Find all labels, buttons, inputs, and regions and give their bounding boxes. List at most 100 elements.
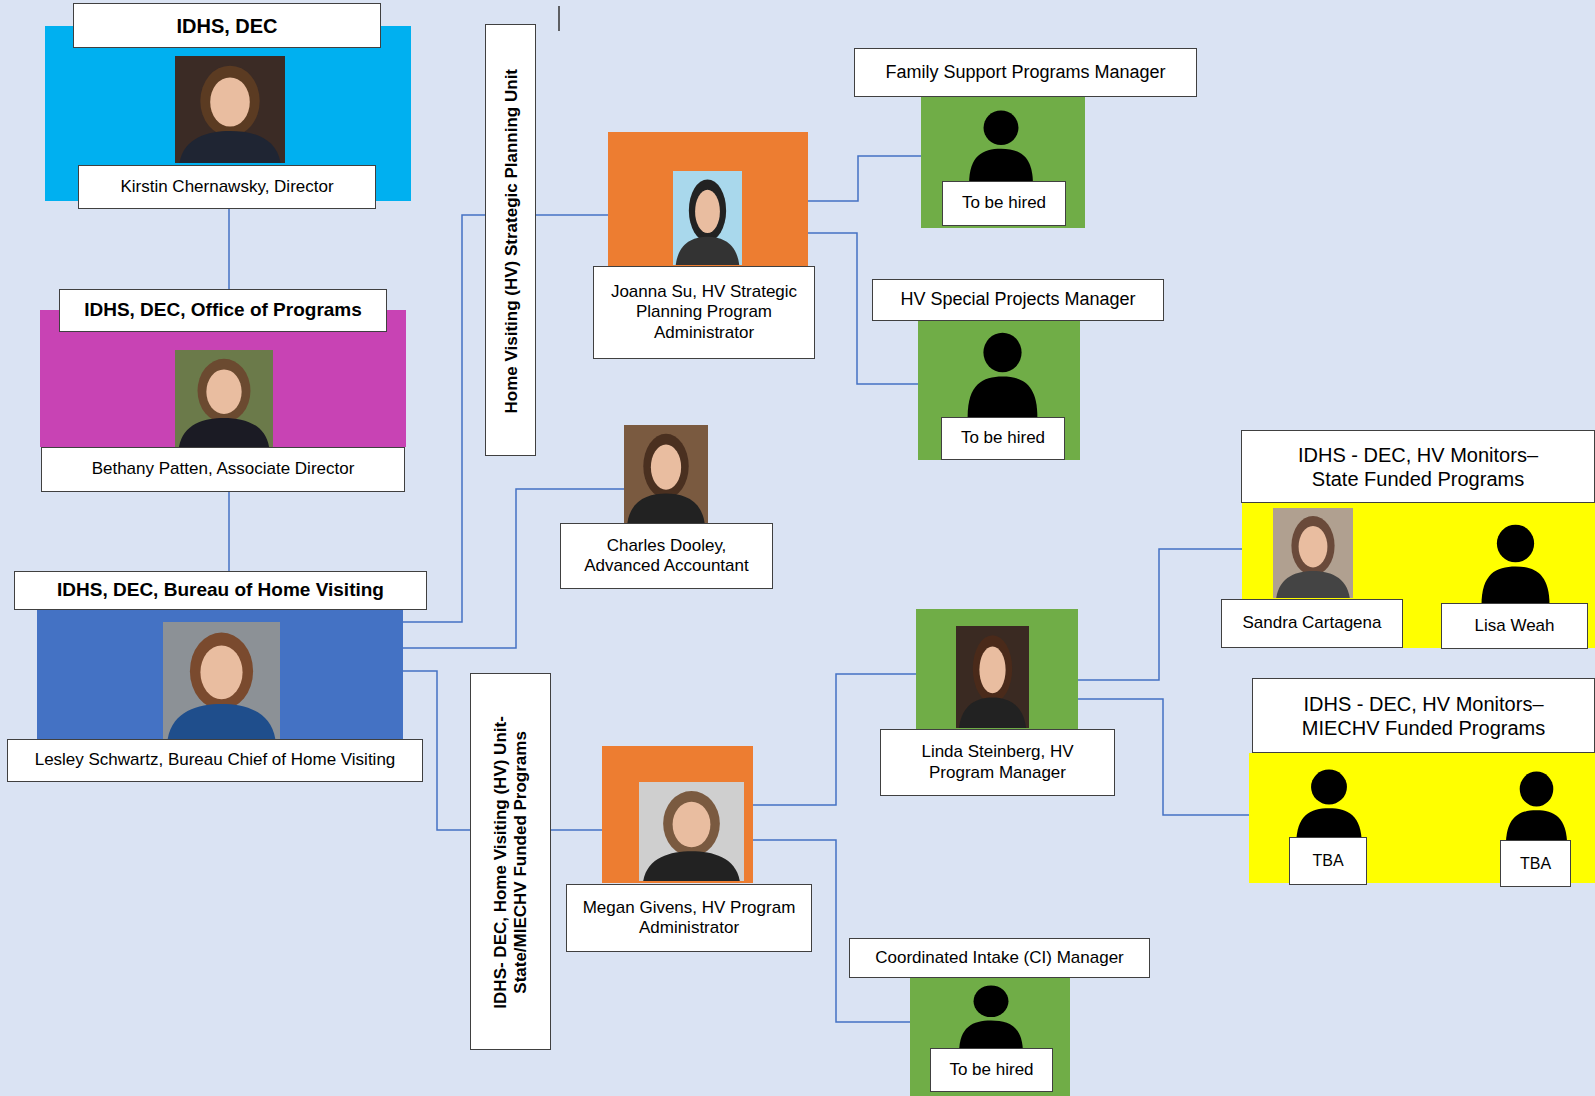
org-unit: IDHS, DEC Kirstin Chernawsky, Director — [45, 3, 411, 209]
photo-ground — [673, 171, 742, 265]
org-unit: Joanna Su, HV Strategic Planning Program… — [593, 132, 815, 359]
photo-ground — [1273, 508, 1353, 598]
label-box: IDHS - DEC, HV Monitors– State Funded Pr… — [1241, 430, 1595, 503]
person-silhouette — [963, 109, 1039, 184]
unit-band: Home Visiting (HV) Strategic Planning Un… — [485, 24, 536, 456]
photo-face — [673, 802, 711, 848]
label-box: Family Support Programs Manager — [854, 48, 1197, 97]
name-label: Megan Givens, HV Program Administrator — [575, 898, 803, 939]
photo-hair — [200, 66, 259, 137]
photo-ground — [624, 425, 708, 523]
label-box: IDHS, DEC — [73, 3, 381, 48]
photo-shoulders — [627, 494, 704, 523]
label-box: Kirstin Chernawsky, Director — [78, 165, 376, 209]
person-silhouette — [1500, 770, 1573, 846]
silhouette-head — [974, 985, 1009, 1017]
org-unit: Lisa Weah — [1441, 603, 1588, 649]
connector — [536, 214, 608, 216]
connector — [228, 209, 230, 289]
name-label: Lesley Schwartz, Bureau Chief of Home Vi… — [35, 750, 396, 770]
unit-band-label: Home Visiting (HV) Strategic Planning Un… — [501, 32, 521, 450]
silhouette-body — [968, 377, 1038, 417]
label-box: Lesley Schwartz, Bureau Chief of Home Vi… — [7, 739, 423, 782]
name-label: TBA — [1520, 854, 1551, 873]
silhouette-body — [969, 149, 1033, 184]
label-box: To be hired — [930, 1048, 1053, 1092]
person-silhouette — [953, 984, 1029, 1053]
name-label: IDHS - DEC, HV Monitors– State Funded Pr… — [1272, 443, 1564, 491]
org-unit: Charles Dooley, Advanced Accountant — [560, 425, 773, 589]
portrait-photo — [639, 782, 744, 881]
photo-hair — [643, 434, 688, 499]
photo-hair — [1291, 516, 1334, 575]
org-unit: Sandra Cartagena — [1221, 599, 1403, 648]
photo-ground — [163, 622, 280, 739]
connector — [403, 215, 485, 622]
org-unit: Coordinated Intake (CI) Manager To be hir… — [849, 938, 1150, 1096]
silhouette-head — [984, 111, 1019, 146]
label-box: Linda Steinberg, HV Program Manager — [880, 729, 1115, 796]
name-label: IDHS - DEC, HV Monitors– MIECHV Funded P… — [1283, 692, 1564, 740]
silhouette-head — [1311, 770, 1347, 805]
org-unit: TBA — [1289, 837, 1367, 885]
photo-shoulders — [179, 131, 280, 163]
portrait-photo — [1273, 508, 1353, 598]
org-unit: Family Support Programs Manager To be hir… — [854, 48, 1197, 228]
person-silhouette — [961, 331, 1044, 417]
photo-face — [1299, 526, 1328, 567]
org-unit: HV Special Projects Manager To be hired — [872, 279, 1164, 460]
photo-shoulders — [959, 697, 1026, 728]
name-label: Kirstin Chernawsky, Director — [120, 177, 333, 197]
photo-face — [200, 645, 242, 699]
label-box: TBA — [1500, 840, 1571, 887]
org-unit: Linda Steinberg, HV Program Manager — [880, 609, 1115, 796]
portrait-photo — [163, 622, 280, 739]
org-unit: IDHS - DEC, HV Monitors– State Funded Pr… — [1221, 430, 1595, 649]
photo-hair — [190, 633, 253, 710]
org-unit: IDHS, DEC, Office of ProgramsBethany Pat… — [40, 289, 406, 492]
label-box: Sandra Cartagena — [1221, 599, 1403, 648]
connector — [1078, 549, 1242, 680]
silhouette-head — [1497, 525, 1534, 563]
unit-heading: IDHS, DEC, Bureau of Home Visiting — [57, 579, 384, 602]
photo-hair — [973, 635, 1012, 702]
photo-ground — [639, 782, 744, 881]
unit-band-label: IDHS- DEC, Home Visiting (HV) Unit- Stat… — [491, 681, 532, 1044]
stray-mark — [558, 6, 560, 31]
org-unit: Megan Givens, HV Program Administrator — [566, 746, 812, 952]
connector — [808, 156, 921, 201]
photo-hair — [689, 179, 726, 241]
photo-ground — [956, 626, 1029, 728]
portrait-photo — [956, 626, 1029, 728]
name-label: To be hired — [962, 193, 1046, 213]
name-label: Linda Steinberg, HV Program Manager — [889, 742, 1106, 783]
photo-shoulders — [168, 704, 276, 739]
photo-ground — [175, 350, 273, 447]
label-box: IDHS, DEC, Bureau of Home Visiting — [14, 571, 427, 610]
name-label: To be hired — [961, 428, 1045, 448]
photo-hair — [198, 359, 251, 423]
label-box: Megan Givens, HV Program Administrator — [566, 884, 812, 952]
name-label: Joanna Su, HV Strategic Planning Program… — [602, 282, 806, 343]
label-box: Charles Dooley, Advanced Accountant — [560, 523, 773, 589]
label-box: Joanna Su, HV Strategic Planning Program… — [593, 266, 815, 359]
org-unit: TBA — [1500, 840, 1571, 887]
photo-face — [206, 369, 241, 414]
photo-face — [651, 445, 681, 490]
label-box: To be hired — [941, 417, 1065, 460]
label-box: HV Special Projects Manager — [872, 279, 1164, 321]
unit-heading: Family Support Programs Manager — [885, 62, 1165, 84]
photo-face — [979, 646, 1005, 693]
org-unit: IDHS - DEC, HV Monitors– MIECHV Funded P… — [1249, 678, 1595, 887]
person-silhouette — [1475, 523, 1556, 605]
unit-band: IDHS- DEC, Home Visiting (HV) Unit- Stat… — [470, 673, 551, 1050]
photo-shoulders — [643, 851, 740, 881]
unit-heading: Coordinated Intake (CI) Manager — [875, 948, 1124, 968]
silhouette-head — [1520, 772, 1554, 807]
org-unit: IDHS, DEC, Bureau of Home VisitingLesley… — [7, 571, 427, 782]
photo-face — [695, 190, 720, 233]
name-label: TBA — [1312, 851, 1343, 870]
silhouette-body — [1481, 566, 1549, 605]
label-box: Bethany Patten, Associate Director — [41, 447, 405, 492]
label-box: IDHS, DEC, Office of Programs — [59, 289, 387, 332]
